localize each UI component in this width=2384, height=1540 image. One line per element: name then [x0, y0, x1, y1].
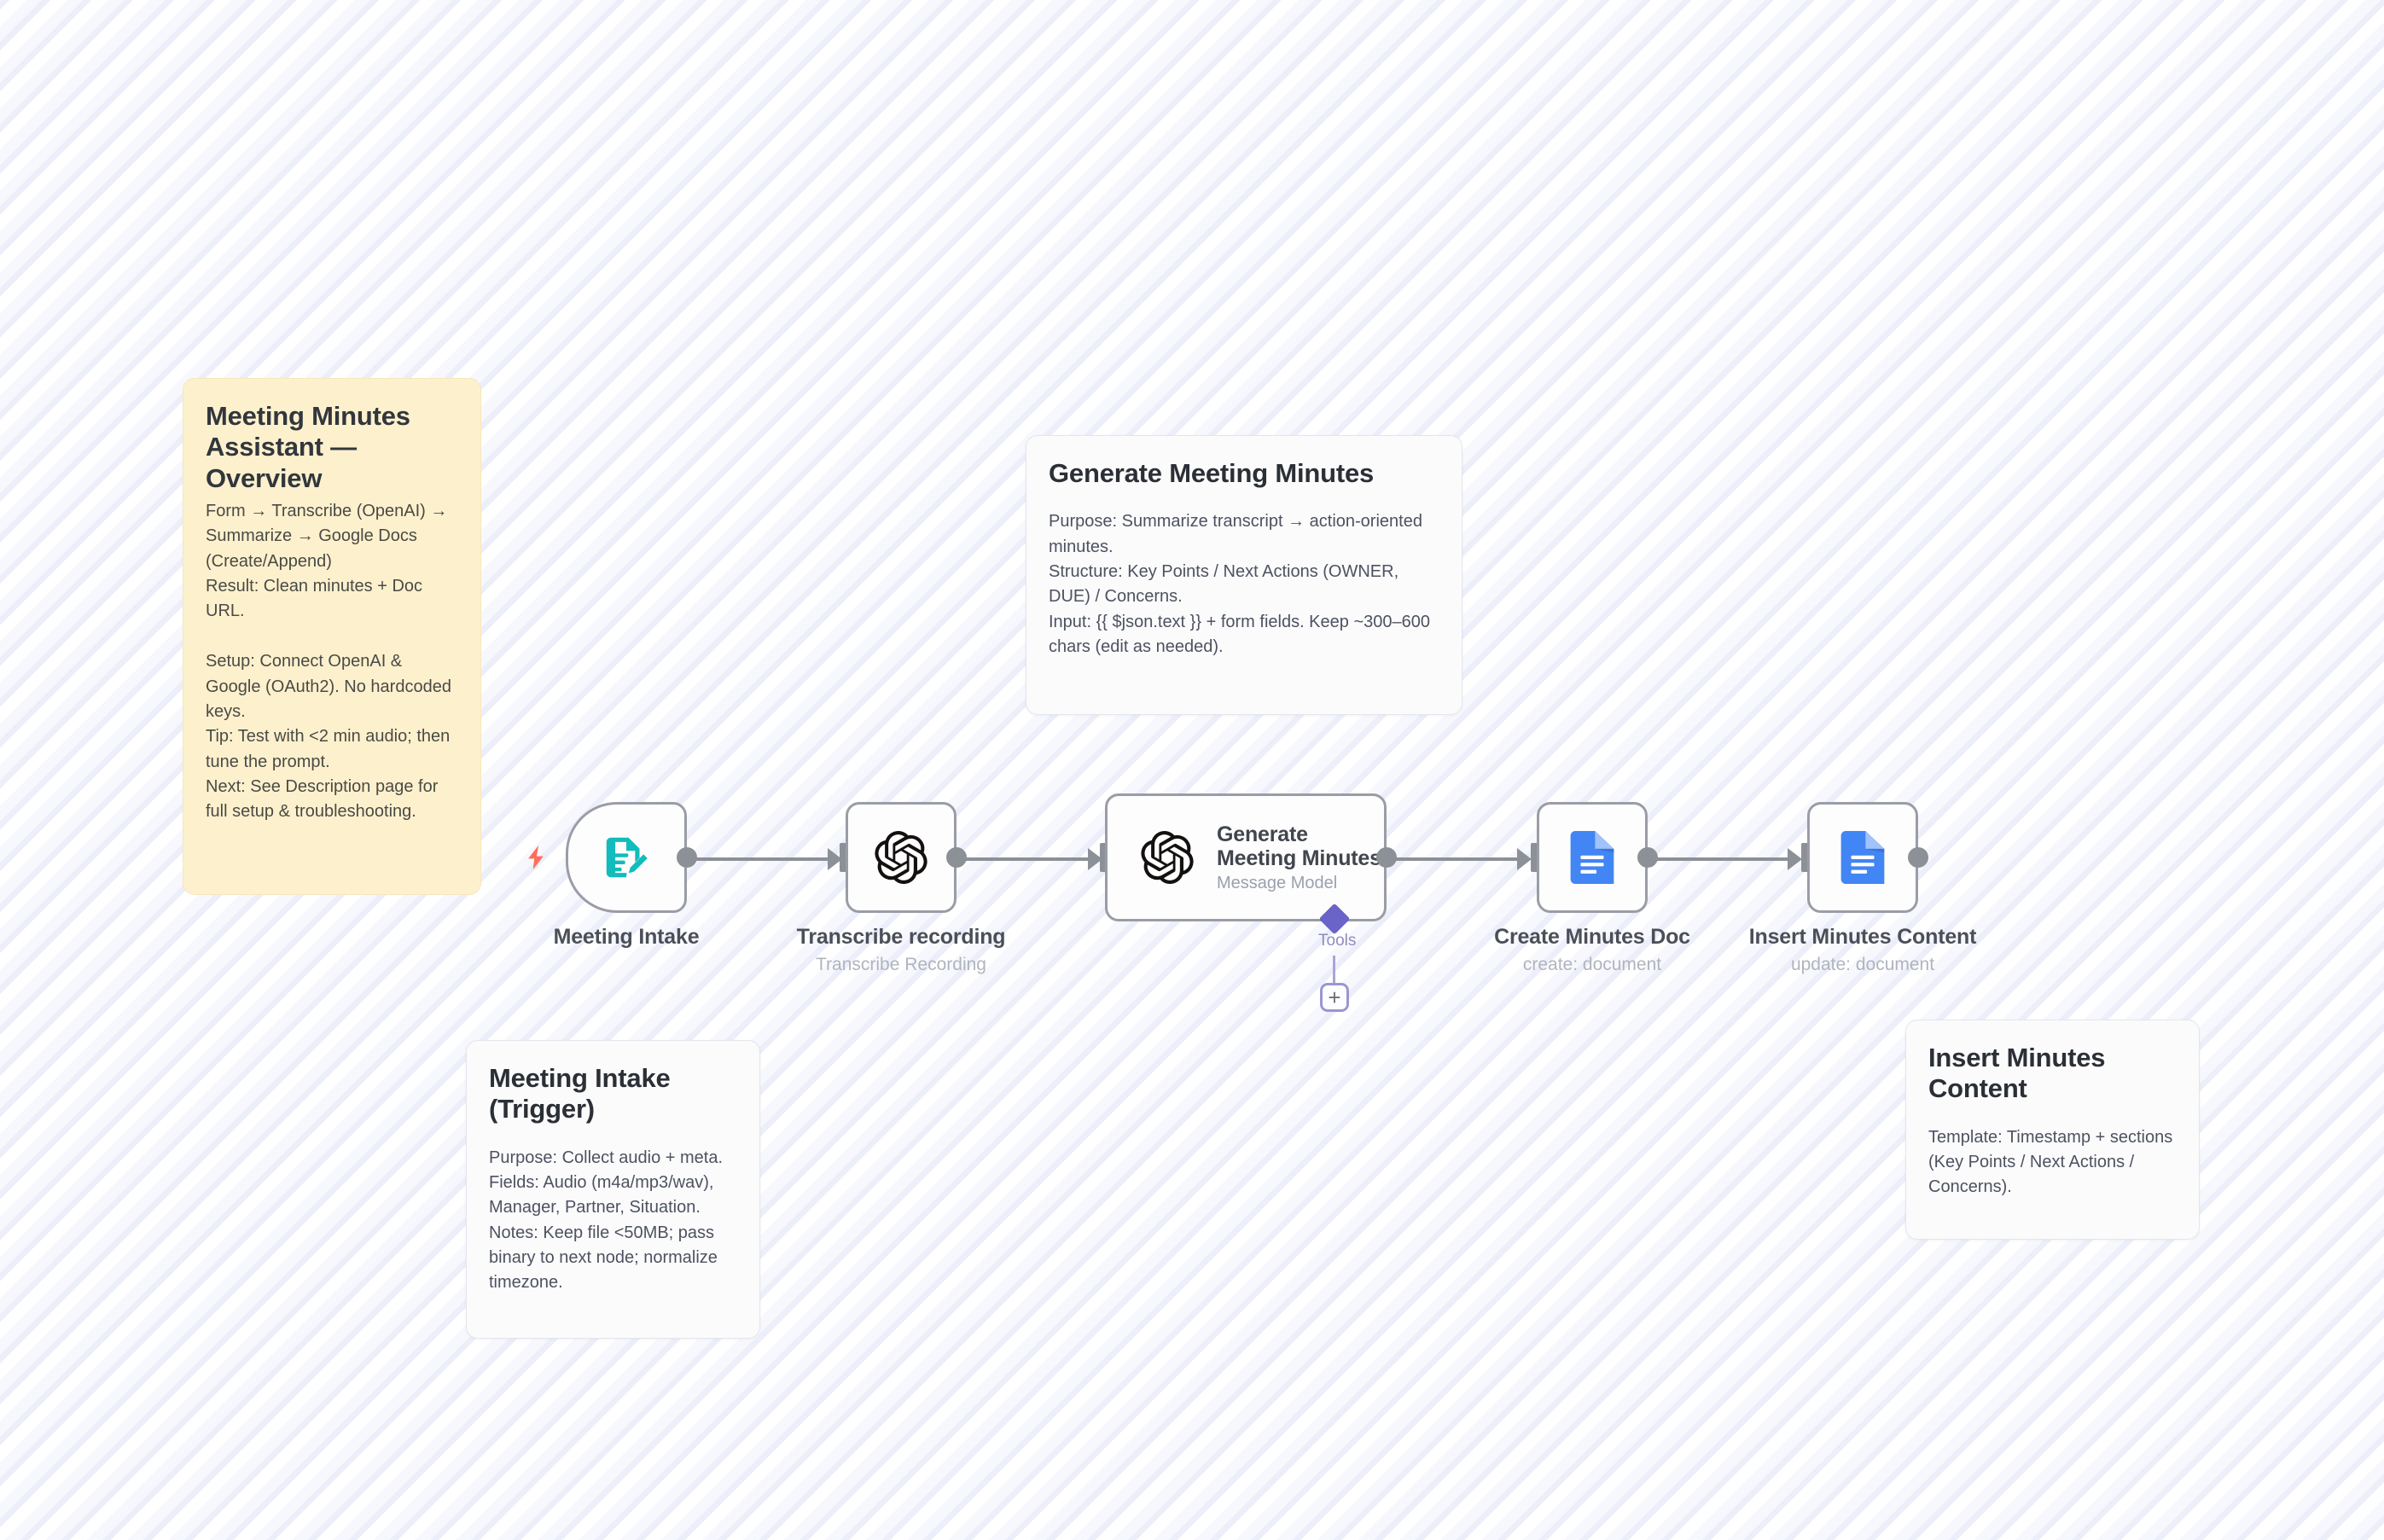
- edge-create-doc-to-insert-content: [1655, 857, 1796, 861]
- node-output-port-generate-meeting-minutes[interactable]: [1376, 847, 1397, 868]
- node-meeting-intake[interactable]: [566, 802, 687, 913]
- node-caption-insert-minutes-content: Insert Minutes Content update: document: [1735, 924, 1991, 976]
- node-generate-meeting-minutes[interactable]: Generate Meeting Minutes Message Model: [1105, 793, 1387, 921]
- sticky-note-body: Purpose: Summarize transcript → action-o…: [1049, 512, 1430, 657]
- node-input-port-insert-minutes-content[interactable]: [1801, 843, 1810, 872]
- sticky-note-insert-minutes-content[interactable]: Insert Minutes Content Template: Timesta…: [1905, 1020, 2200, 1240]
- node-caption-transcribe-recording: Transcribe recording Transcribe Recordin…: [773, 924, 1029, 976]
- sticky-note-title: Generate Meeting Minutes: [1049, 458, 1375, 488]
- node-create-minutes-doc[interactable]: [1537, 802, 1648, 913]
- tools-add-button[interactable]: +: [1320, 983, 1349, 1012]
- openai-logo-icon: [1137, 827, 1198, 888]
- node-inner-text: Generate Meeting Minutes Message Model: [1217, 822, 1384, 893]
- tools-connector-label: Tools: [1318, 932, 1357, 950]
- node-label: Insert Minutes Content: [1748, 925, 1977, 949]
- node-output-port-transcribe-recording[interactable]: [946, 847, 967, 868]
- form-edit-icon: [596, 827, 657, 888]
- node-caption-create-minutes-doc: Create Minutes Doc create: document: [1464, 924, 1720, 976]
- node-sublabel: update: document: [1790, 955, 1935, 974]
- edge-transcribe-to-generate: [964, 857, 1096, 861]
- node-output-port-meeting-intake[interactable]: [677, 847, 697, 868]
- node-label: Transcribe recording: [796, 925, 1006, 949]
- node-insert-minutes-content[interactable]: [1807, 802, 1918, 913]
- node-label: Create Minutes Doc: [1494, 925, 1690, 949]
- node-transcribe-recording[interactable]: [846, 802, 957, 913]
- node-label: Generate Meeting Minutes: [1217, 822, 1381, 871]
- sticky-note-meeting-intake[interactable]: Meeting Intake (Trigger) Purpose: Collec…: [466, 1040, 760, 1339]
- openai-logo-icon: [870, 827, 932, 888]
- node-label: Meeting Intake: [553, 925, 700, 949]
- sticky-note-body: Form → Transcribe (OpenAI) → Summarize →…: [206, 501, 451, 822]
- edge-arrow-icon: [1517, 848, 1532, 870]
- sticky-note-title: Meeting Minutes Assistant — Overview: [206, 401, 410, 493]
- node-output-port-create-minutes-doc[interactable]: [1637, 847, 1658, 868]
- edge-generate-to-create-doc: [1389, 857, 1526, 861]
- edge-arrow-icon: [828, 848, 842, 870]
- edge-intake-to-transcribe: [691, 857, 836, 861]
- sticky-note-body: Purpose: Collect audio + meta. Fields: A…: [489, 1148, 724, 1293]
- node-sublabel: Transcribe Recording: [816, 955, 986, 974]
- node-sublabel: Message Model: [1217, 873, 1338, 892]
- google-docs-icon: [1832, 827, 1893, 888]
- node-caption-meeting-intake: Meeting Intake: [498, 924, 754, 950]
- sticky-note-overview[interactable]: Meeting Minutes Assistant — Overview For…: [183, 378, 481, 895]
- node-sublabel: create: document: [1522, 955, 1662, 974]
- tools-connector-line: [1333, 956, 1335, 998]
- node-input-port-transcribe-recording[interactable]: [840, 843, 848, 872]
- edge-arrow-icon: [1788, 848, 1802, 870]
- trigger-lightning-bolt-icon: [522, 840, 551, 880]
- sticky-note-generate-meeting-minutes[interactable]: Generate Meeting Minutes Purpose: Summar…: [1026, 435, 1462, 715]
- node-input-port-create-minutes-doc[interactable]: [1531, 843, 1539, 872]
- sticky-note-body: Template: Timestamp + sections (Key Poin…: [1928, 1127, 2173, 1197]
- google-docs-icon: [1561, 827, 1623, 888]
- node-input-port-generate-meeting-minutes[interactable]: [1100, 843, 1108, 872]
- node-output-port-insert-minutes-content[interactable]: [1908, 847, 1928, 868]
- sticky-note-title: Meeting Intake (Trigger): [489, 1063, 671, 1124]
- sticky-note-title: Insert Minutes Content: [1928, 1043, 2106, 1104]
- edge-arrow-icon: [1088, 848, 1102, 870]
